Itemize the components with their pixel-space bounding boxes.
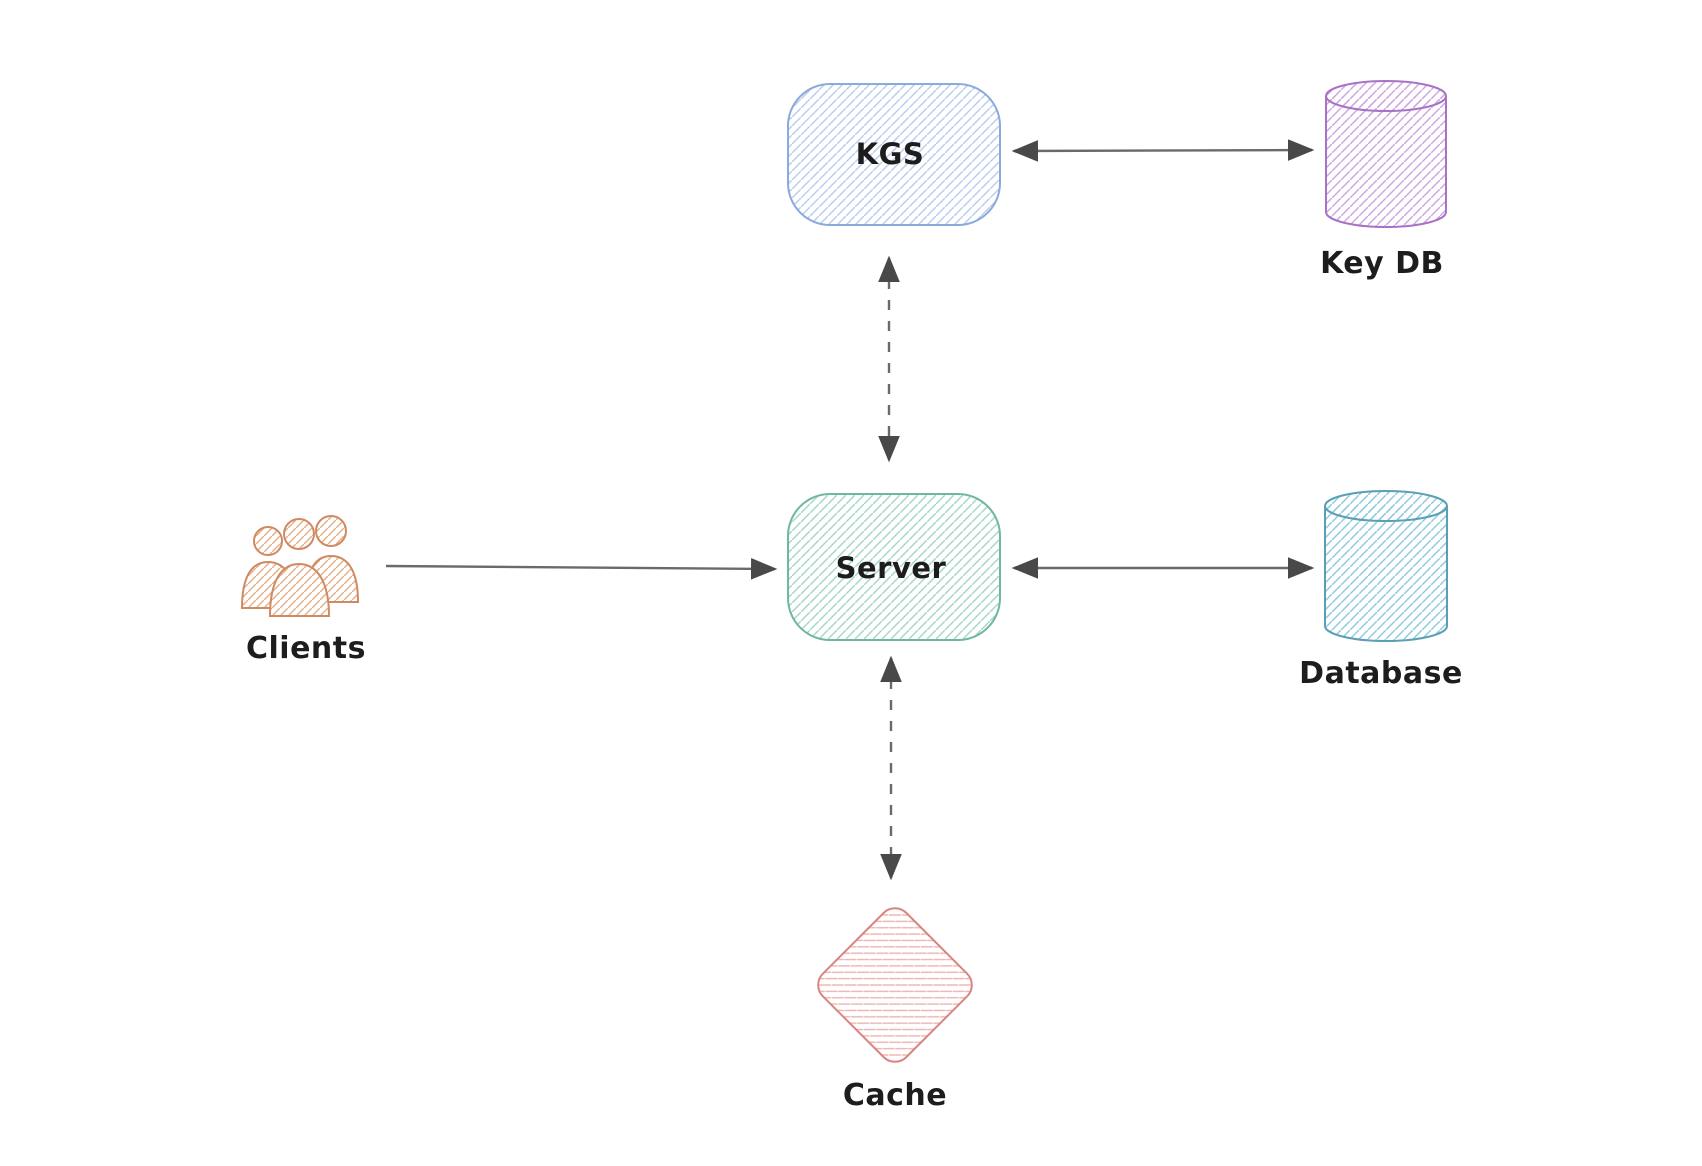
rounded-rectangle-icon[interactable] <box>787 83 1001 226</box>
cylinder-top-icon[interactable] <box>1325 80 1447 112</box>
diamond-icon[interactable] <box>812 902 979 1069</box>
arrow-line[interactable] <box>1011 139 1315 162</box>
node-key-db[interactable]: Key DB <box>1320 80 1447 281</box>
cylinder-icon[interactable] <box>1325 96 1447 228</box>
node-database[interactable]: Database <box>1299 490 1463 691</box>
node-server[interactable]: Server <box>787 493 1001 641</box>
database-label: Database <box>1299 656 1463 691</box>
node-cache[interactable]: Cache <box>812 902 979 1113</box>
users-icon[interactable] <box>240 515 360 617</box>
cylinder-top-icon[interactable] <box>1324 490 1448 522</box>
key-db-label: Key DB <box>1320 246 1444 281</box>
arrow-line[interactable] <box>385 558 778 580</box>
rounded-rectangle-icon[interactable] <box>787 493 1001 641</box>
cache-label: Cache <box>843 1078 947 1113</box>
arrow-kgs-keydb[interactable] <box>1011 139 1315 162</box>
node-kgs[interactable]: KGS <box>787 83 1001 226</box>
kgs-label: KGS <box>856 137 925 171</box>
node-clients[interactable]: Clients <box>240 515 366 666</box>
cylinder-icon[interactable] <box>1324 506 1448 642</box>
server-label: Server <box>836 551 947 585</box>
clients-label: Clients <box>246 631 366 666</box>
arrow-clients-server[interactable] <box>385 558 778 580</box>
